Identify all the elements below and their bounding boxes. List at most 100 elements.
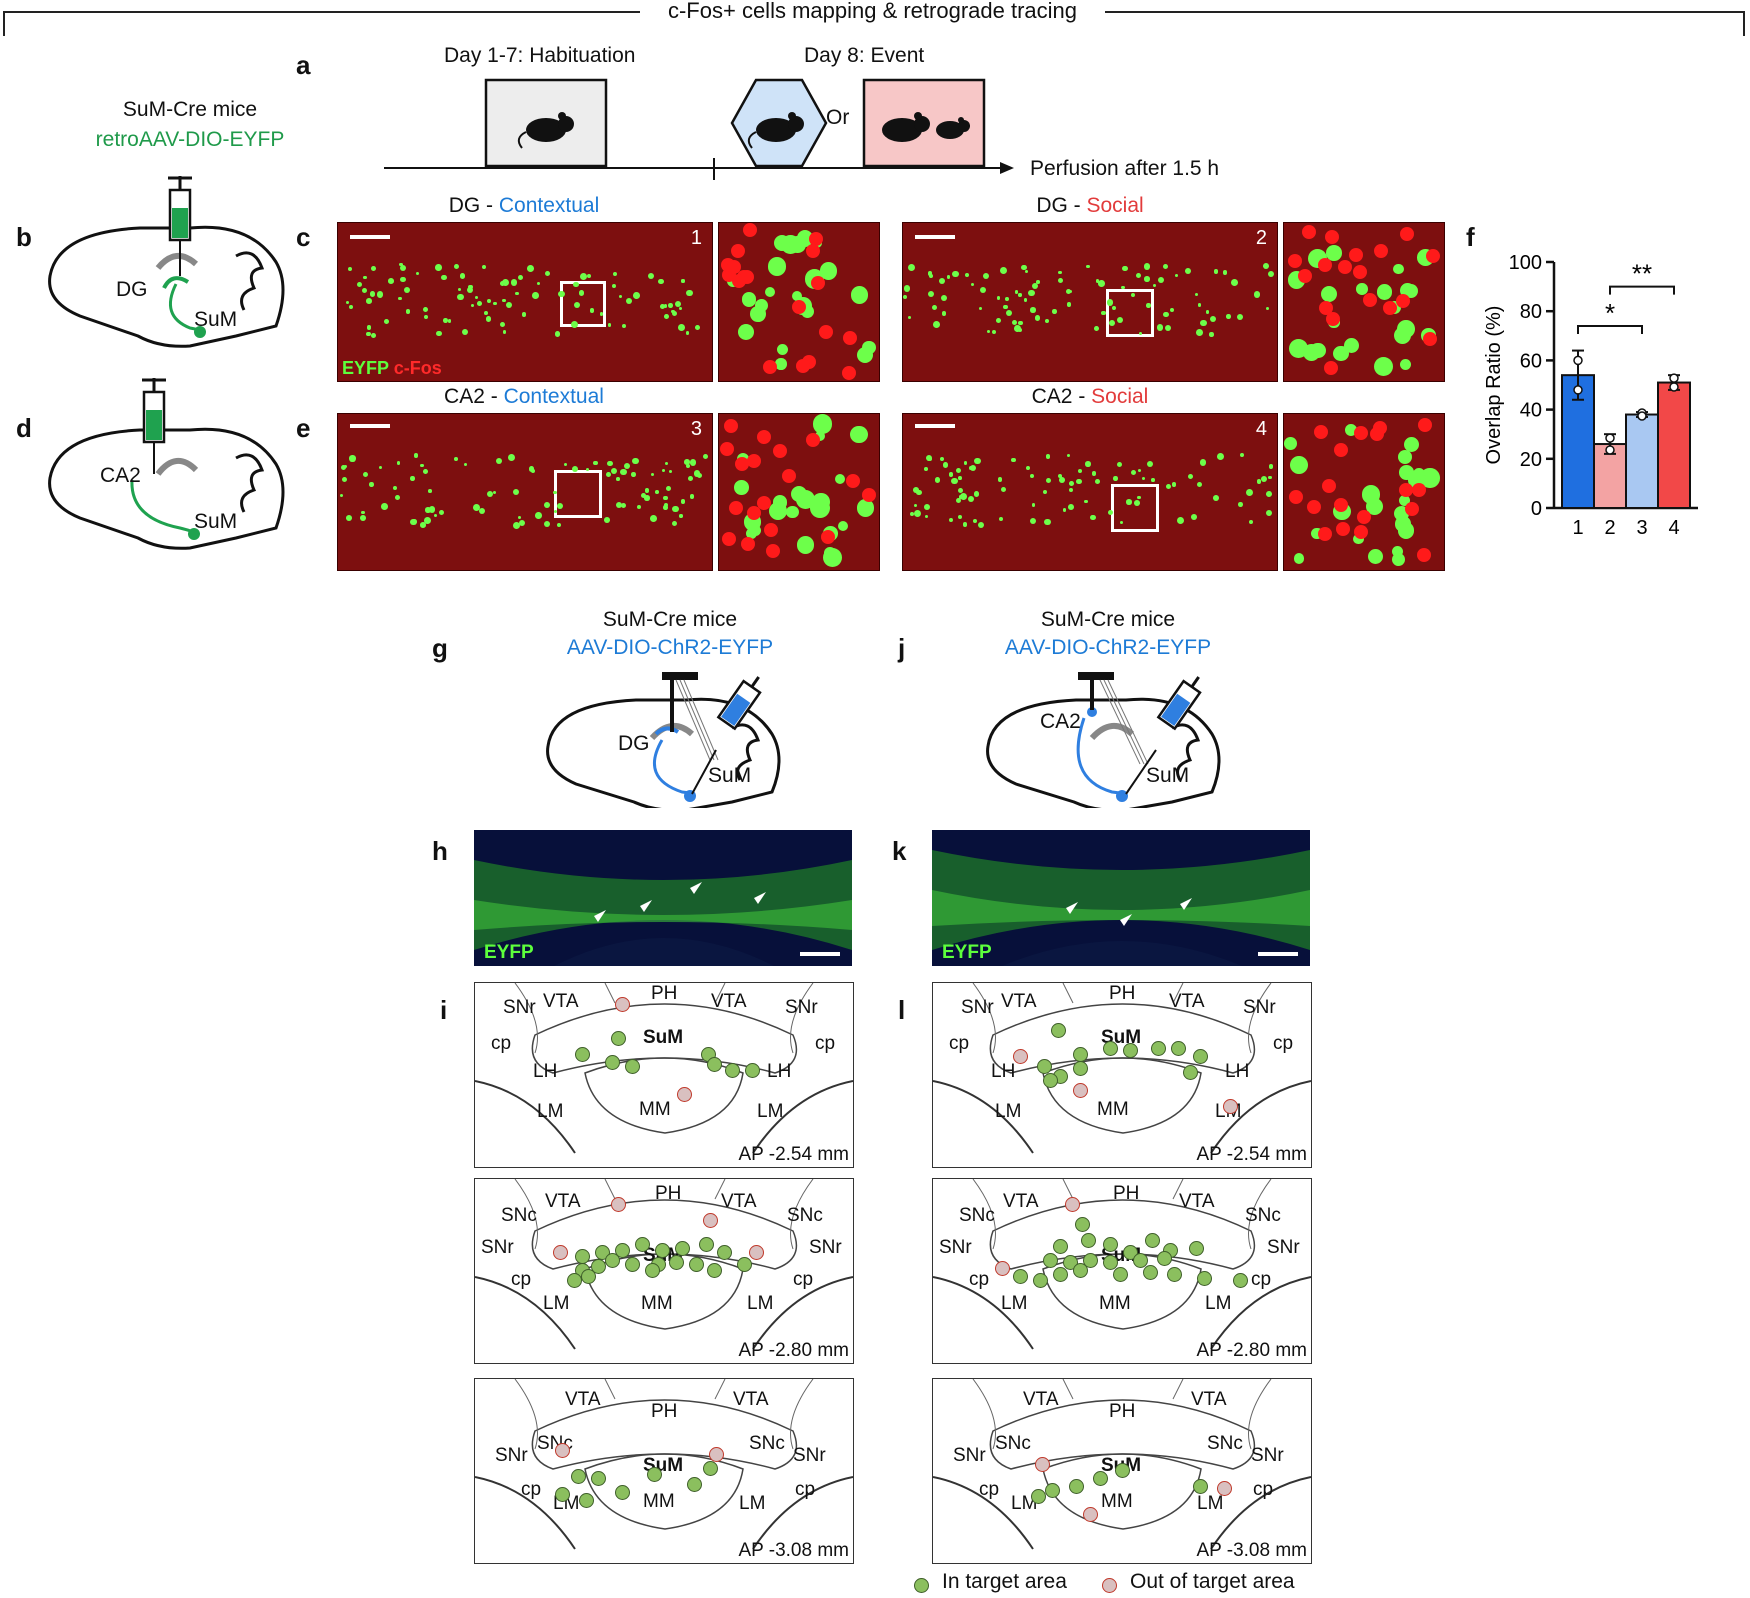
ap-coordinate: AP -3.08 mm bbox=[1196, 1540, 1307, 1561]
cfos-cell bbox=[1319, 301, 1334, 316]
eyfp-cell bbox=[425, 507, 431, 513]
cfos-cell bbox=[756, 429, 771, 444]
eyfp-cell bbox=[734, 479, 749, 495]
in-target-site bbox=[605, 1253, 620, 1268]
eyfp-cell bbox=[741, 292, 757, 307]
eyfp-cell bbox=[663, 313, 669, 319]
cfos-cell bbox=[791, 299, 806, 314]
in-target-site bbox=[1083, 1253, 1098, 1268]
eyfp-cell bbox=[1122, 265, 1128, 272]
cfos-cell bbox=[741, 536, 756, 551]
eyfp-cell bbox=[903, 294, 908, 299]
region-label-vta: VTA bbox=[543, 991, 579, 1012]
y-tick-label: 80 bbox=[1520, 301, 1542, 323]
cfos-cell bbox=[765, 544, 780, 559]
eyfp-cell bbox=[1042, 490, 1047, 495]
or-label: Or bbox=[826, 106, 850, 129]
eyfp-cell bbox=[997, 477, 1003, 482]
cfos-cell bbox=[762, 359, 777, 374]
eyfp-cell bbox=[924, 503, 931, 510]
eyfp-cell bbox=[1200, 319, 1207, 326]
eyfp-cell bbox=[1014, 289, 1019, 294]
eyfp-cell bbox=[680, 499, 686, 505]
eyfp-cell bbox=[974, 458, 981, 465]
eyfp-cell bbox=[916, 489, 922, 496]
eyfp-cell bbox=[927, 457, 932, 462]
cfos-cell bbox=[735, 456, 750, 471]
in-target-site bbox=[615, 1243, 630, 1258]
in-target-site bbox=[707, 1263, 722, 1278]
mouse-icon-social-a bbox=[882, 112, 930, 142]
region-label-lh: LH bbox=[533, 1061, 558, 1082]
eyfp-cell bbox=[454, 457, 458, 461]
region-label-snc: SNc bbox=[749, 1433, 785, 1454]
cfos-cell bbox=[1399, 226, 1414, 241]
region-label-cp: cp bbox=[1251, 1269, 1272, 1290]
eyfp-cell bbox=[1030, 307, 1036, 313]
eyfp-cell bbox=[1236, 313, 1243, 320]
y-tick-label: 60 bbox=[1520, 350, 1542, 372]
in-target-site bbox=[555, 1487, 570, 1502]
eyfp-cell bbox=[1024, 269, 1029, 274]
eyfp-cell bbox=[982, 272, 990, 280]
eyfp-cell bbox=[578, 290, 584, 296]
eyfp-cell bbox=[1005, 297, 1009, 301]
event-label: Day 8: Event bbox=[804, 44, 925, 67]
eyfp-cell bbox=[942, 462, 949, 468]
eyfp-cell bbox=[1393, 263, 1404, 275]
eyfp-cell bbox=[1130, 470, 1136, 476]
ap-coordinate: AP -2.80 mm bbox=[738, 1340, 849, 1361]
eyfp-cell bbox=[956, 497, 962, 503]
eyfp-cell bbox=[1222, 270, 1228, 275]
in-target-site bbox=[669, 1255, 684, 1270]
eyfp-cell bbox=[361, 510, 365, 514]
cfos-cell bbox=[1374, 243, 1389, 258]
region-label-cp: cp bbox=[521, 1479, 542, 1500]
region-label-lm: LM bbox=[757, 1101, 784, 1122]
eyfp-cell bbox=[979, 287, 986, 294]
brain-schematic-g bbox=[546, 672, 781, 808]
region-label-lh: LH bbox=[1225, 1061, 1250, 1082]
cfos-cell bbox=[1307, 499, 1322, 514]
eyfp-cell bbox=[1126, 499, 1132, 505]
zoom-box bbox=[554, 470, 602, 518]
zoom-box bbox=[1111, 484, 1159, 532]
region-label-snc: SNc bbox=[787, 1205, 823, 1226]
in-target-site bbox=[1081, 1233, 1096, 1248]
eyfp-cell bbox=[607, 460, 613, 467]
eyfp-cell bbox=[1030, 518, 1037, 525]
eyfp-cell bbox=[553, 490, 557, 495]
eyfp-cell bbox=[1018, 293, 1022, 297]
eyfp-cell bbox=[500, 281, 505, 287]
in-target-site bbox=[737, 1257, 752, 1272]
eyfp-cell bbox=[342, 476, 348, 482]
region-label-snc: SNc bbox=[959, 1205, 995, 1226]
eyfp-cell bbox=[977, 521, 985, 528]
micrograph-4-zoom bbox=[1283, 413, 1445, 571]
eyfp-cell bbox=[477, 300, 483, 306]
in-target-site bbox=[1189, 1241, 1204, 1256]
x-tick-label: 3 bbox=[1636, 517, 1647, 539]
eyfp-cell bbox=[1095, 279, 1099, 283]
eyfp-cell bbox=[1260, 476, 1267, 483]
cfos-cell bbox=[747, 453, 762, 468]
atlas-outline bbox=[933, 983, 1311, 1154]
eyfp-cell bbox=[558, 290, 565, 298]
eyfp-cell bbox=[1376, 284, 1393, 300]
cfos-cell bbox=[1369, 427, 1384, 442]
region-label-ph: PH bbox=[1113, 1183, 1140, 1204]
in-target-site bbox=[1033, 1273, 1048, 1288]
x-tick-label: 2 bbox=[1604, 517, 1615, 539]
eyfp-cell bbox=[363, 275, 367, 280]
eyfp-cell bbox=[605, 472, 611, 478]
eyfp-cell bbox=[467, 287, 474, 294]
micrograph-2-zoom bbox=[1283, 222, 1445, 382]
eyfp-cell bbox=[913, 504, 918, 508]
eyfp-label-k: EYFP bbox=[942, 942, 992, 963]
eyfp-cell bbox=[586, 273, 591, 278]
eyfp-cell bbox=[1020, 264, 1027, 271]
panel-label-b: b bbox=[16, 222, 32, 252]
eyfp-cell bbox=[688, 476, 693, 481]
